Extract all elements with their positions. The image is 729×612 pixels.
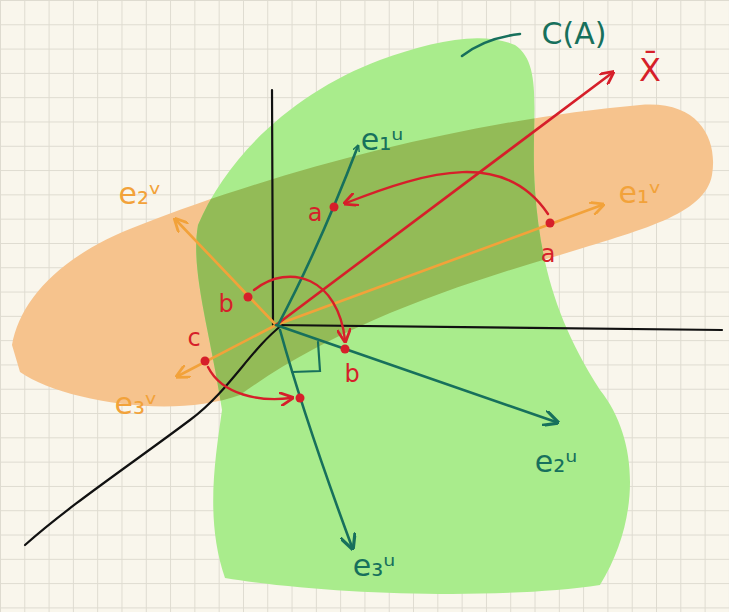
vector-name: e₂ᵘ xyxy=(535,447,578,477)
green-plane xyxy=(196,38,630,594)
plane-name: C(A) xyxy=(542,19,607,49)
point xyxy=(330,203,339,212)
right-angle-mark xyxy=(292,342,320,372)
vector-name: e₁ᵘ xyxy=(361,125,404,155)
vector-arrow xyxy=(276,325,556,422)
vector-name: e₁ᵛ xyxy=(619,178,662,208)
vector-arrow xyxy=(276,73,612,325)
mapping-arrow xyxy=(208,367,291,399)
mapping-arrow xyxy=(346,172,548,214)
point-name: a xyxy=(541,242,556,266)
point-name: b xyxy=(344,362,359,386)
point xyxy=(244,293,253,302)
depth-axis xyxy=(25,325,282,545)
mapping-arrow xyxy=(254,277,345,340)
vector-name: e₂ᵛ xyxy=(119,179,162,209)
vector-arrow xyxy=(280,330,352,547)
axes xyxy=(25,90,722,545)
mappings xyxy=(208,172,548,399)
green-plane-shape xyxy=(196,38,630,594)
horizontal-axis xyxy=(273,325,722,330)
v-basis xyxy=(176,205,602,376)
leader-line xyxy=(462,34,520,56)
point xyxy=(546,219,555,228)
point-name: c xyxy=(187,326,200,350)
vector-arrow xyxy=(178,325,276,376)
vector-arrow xyxy=(276,205,602,325)
point xyxy=(201,357,210,366)
vector-arrow xyxy=(278,146,358,325)
vector-name: e₃ᵘ xyxy=(353,551,396,581)
plane-overlap xyxy=(196,38,630,594)
point-name: a xyxy=(308,201,323,225)
vector-name: X̄ xyxy=(639,54,661,86)
point xyxy=(341,345,350,354)
point-name: b xyxy=(218,292,233,316)
u-basis xyxy=(276,146,556,547)
vector-arrow xyxy=(176,220,276,325)
point xyxy=(296,394,305,403)
points xyxy=(201,203,555,403)
vertical-axis xyxy=(272,90,273,325)
vector-name: e₃ᵛ xyxy=(115,389,158,419)
